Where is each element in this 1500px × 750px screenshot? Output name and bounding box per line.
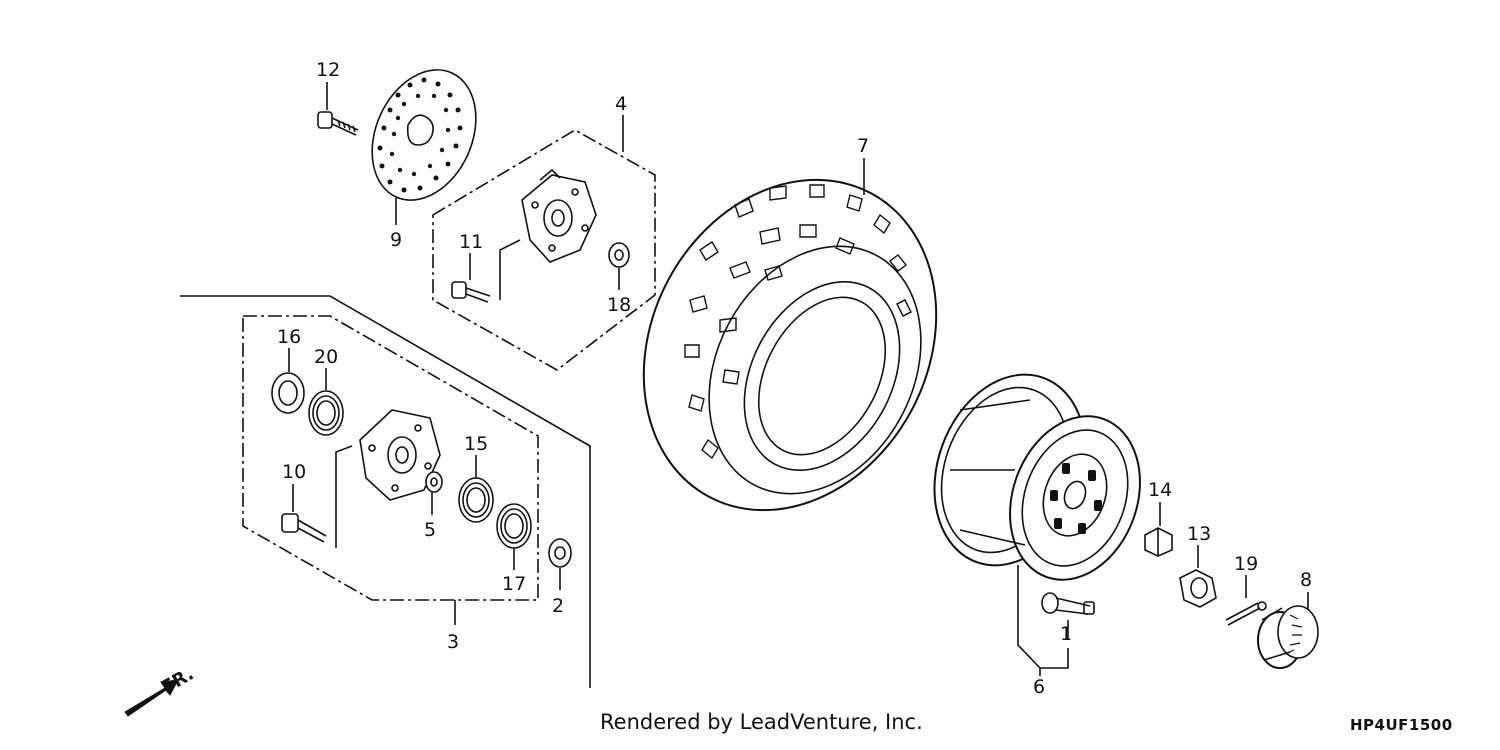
bolt-11	[451, 281, 491, 303]
diagram-code: HP4UF1500	[1350, 716, 1453, 734]
bolt-12	[317, 111, 359, 136]
callout-13: 13	[1187, 523, 1211, 545]
callout-4: 4	[615, 93, 627, 115]
callout-19: 19	[1234, 553, 1258, 575]
callout-11: 11	[459, 231, 483, 253]
collar-5	[425, 471, 443, 493]
cotter-pin-19	[1225, 601, 1267, 626]
callout-12: 12	[316, 59, 340, 81]
bracket-10	[335, 445, 353, 548]
nut-14	[1144, 527, 1173, 557]
callout-9: 9	[390, 229, 402, 251]
callout-6: 6	[1033, 676, 1045, 698]
callout-18: 18	[607, 294, 631, 316]
group-box-3	[242, 315, 539, 601]
callout-10: 10	[282, 461, 306, 483]
assembly-boundary-line	[180, 295, 591, 688]
castle-nut-13	[1179, 569, 1217, 608]
callout-16: 16	[277, 326, 301, 348]
callout-20: 20	[314, 346, 338, 368]
bearing-16	[271, 372, 305, 414]
collar-18	[608, 242, 630, 268]
front-direction-arrow-icon	[124, 679, 179, 717]
bolt-10	[281, 513, 327, 543]
bearing-15	[458, 477, 494, 523]
callout-2: 2	[552, 595, 564, 617]
render-credit: Rendered by LeadVenture, Inc.	[600, 710, 923, 734]
callout-8: 8	[1300, 569, 1312, 591]
bracket-11	[499, 239, 521, 300]
callout-labels: 1 2 3 4 5 6 7 8 9 10 11 12 13 14 15 16 1…	[277, 59, 1312, 698]
bearing-20	[308, 390, 344, 436]
valve-stem-1	[1041, 592, 1095, 615]
callout-1: 1	[1060, 623, 1072, 645]
callout-5: 5	[424, 519, 436, 541]
callout-14: 14	[1148, 479, 1172, 501]
callout-7: 7	[857, 135, 869, 157]
callout-3: 3	[447, 631, 459, 653]
front-hub-upper	[521, 168, 597, 263]
callout-17: 17	[502, 573, 526, 595]
brake-disc-9	[371, 69, 477, 201]
wheel-rim-6	[933, 373, 1141, 581]
group-box-4	[432, 129, 656, 371]
tire-7	[642, 178, 938, 512]
collar-2	[548, 538, 572, 568]
front-direction-label: FR.	[158, 663, 197, 698]
bearing-17	[496, 503, 532, 549]
hub-cap-8	[1257, 605, 1319, 669]
callout-15: 15	[464, 433, 488, 455]
